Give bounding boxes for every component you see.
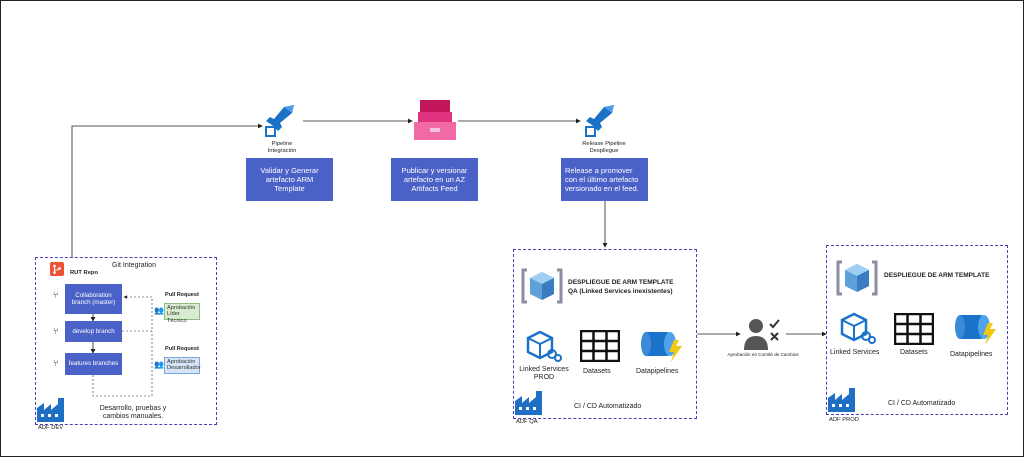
data-factory-icon bbox=[828, 388, 856, 412]
qa-subtitle: QA (Linked Services inexistentes) bbox=[568, 288, 673, 295]
release-pipeline-icon bbox=[584, 103, 620, 139]
pipeline-integration-label: Pipeline Integración bbox=[267, 141, 297, 154]
data-factory-icon bbox=[515, 391, 543, 415]
develop-to-collab-pr-connector bbox=[122, 295, 153, 332]
arm-template-icon bbox=[836, 258, 878, 298]
develop-branch-box: develop branch bbox=[65, 321, 122, 342]
step-release-box: Release a promover con el último artefac… bbox=[561, 158, 648, 201]
pull-request-label: Pull Request bbox=[165, 346, 199, 352]
datasets-icon bbox=[579, 329, 621, 363]
approval-developer-tag: Aprobación Desarrollador bbox=[164, 357, 201, 374]
data-factory-icon bbox=[37, 398, 65, 422]
prod-cicd-label: CI / CD Automatizado bbox=[888, 400, 956, 407]
approval-tech-lead-tag: Aprobación Líder Técnico bbox=[164, 303, 200, 324]
adf-dev-label: ADF DEV bbox=[38, 425, 64, 431]
linked-services-icon bbox=[840, 312, 876, 346]
approval-person-icon bbox=[742, 316, 782, 352]
prod-linked-services-label: Linked Services bbox=[830, 349, 880, 356]
collaboration-branch-box: Collaboration branch (master) bbox=[65, 284, 122, 314]
users-icon: 👥 bbox=[154, 360, 164, 369]
dev-footer-text: Desarrollo, pruebas y cambios manuales. bbox=[99, 405, 167, 421]
repo-label: RUT Repo bbox=[70, 270, 99, 276]
git-integration-label: Git Integration bbox=[112, 262, 156, 269]
datasets-icon bbox=[893, 312, 935, 346]
datapipelines-icon bbox=[640, 326, 684, 364]
step-publish-box: Publicar y versionar artefacto en un AZ … bbox=[391, 158, 478, 201]
release-pipeline-label: Release Pipeline Despliegue bbox=[582, 141, 626, 154]
qa-cicd-label: CI / CD Automatizado bbox=[574, 403, 642, 410]
pull-request-label: Pull Request bbox=[165, 292, 199, 298]
branch-icon: ⑂ bbox=[53, 358, 59, 368]
branch-icon: ⑂ bbox=[53, 290, 59, 300]
approval-committee-label: Aprobación en Comité de Cambios bbox=[727, 352, 799, 357]
adf-qa-label: ADF QA bbox=[516, 419, 538, 425]
users-icon: 👥 bbox=[154, 306, 164, 315]
prod-datapipelines-label: Datapipelines bbox=[950, 351, 993, 358]
linked-services-icon bbox=[526, 330, 562, 364]
features-branches-box: features branches bbox=[65, 353, 122, 375]
artifacts-feed-icon bbox=[412, 98, 458, 144]
dev-to-pipeline-connector bbox=[71, 123, 263, 258]
adf-prod-label: ADF PROD bbox=[829, 417, 859, 423]
step-validate-box: Validar y Generar artefacto ARM Template bbox=[246, 158, 333, 201]
pipeline-integration-icon bbox=[264, 103, 300, 139]
branch-icon: ⑂ bbox=[53, 326, 59, 336]
qa-environment-box bbox=[513, 249, 697, 419]
dev-environment-box bbox=[35, 257, 217, 425]
features-to-develop-pr-connector bbox=[92, 331, 153, 397]
qa-datapipelines-label: Datapipelines bbox=[636, 368, 679, 375]
prod-datasets-label: Datasets bbox=[900, 349, 928, 356]
qa-title: DESPLIEGUE DE ARM TEMPLATE bbox=[568, 279, 674, 286]
qa-linked-services-label: Linked Services PROD bbox=[519, 366, 569, 382]
git-repo-icon bbox=[50, 262, 64, 276]
prod-title: DESPLIEGUE DE ARM TEMPLATE bbox=[884, 272, 990, 279]
datapipelines-icon bbox=[954, 309, 998, 347]
prod-environment-box bbox=[826, 245, 1008, 415]
qa-datasets-label: Datasets bbox=[583, 368, 611, 375]
arm-template-icon bbox=[521, 266, 563, 306]
